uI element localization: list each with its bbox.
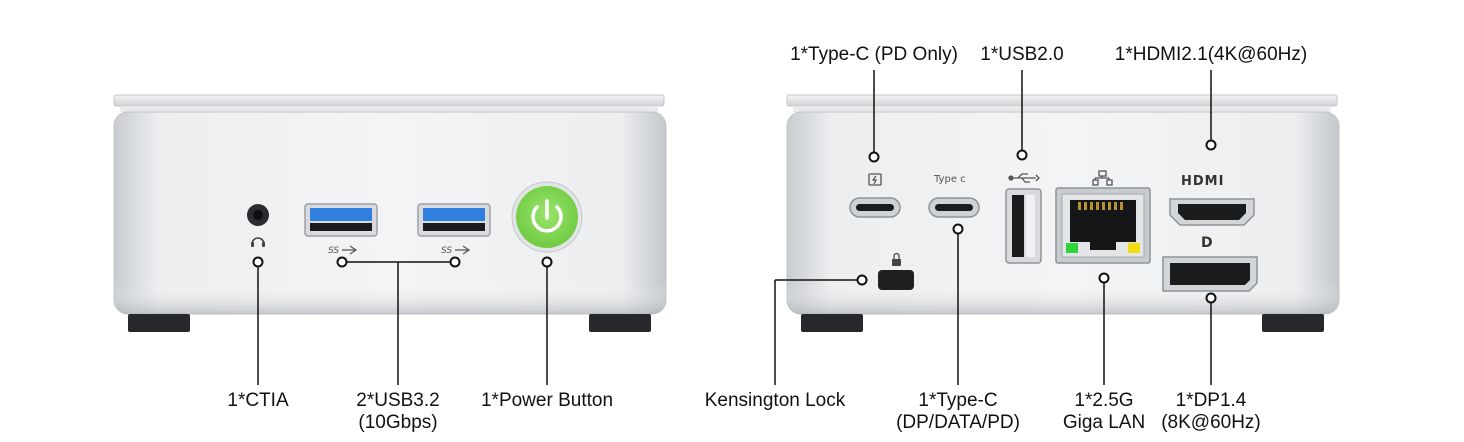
- callout-dot: [1098, 272, 1110, 284]
- lan-label-line2: Giga LAN: [1062, 412, 1146, 433]
- audio-jack: [247, 204, 269, 226]
- power-icon: [531, 199, 563, 233]
- lan-led-green: [1066, 243, 1078, 253]
- usb20-label: 1*USB2.0: [980, 44, 1064, 65]
- dp-label-line1: 1*DP1.4: [1175, 390, 1247, 411]
- displayport-port: [1162, 256, 1258, 292]
- usb32-port-2: [417, 203, 491, 237]
- rear-top-plate: [786, 94, 1338, 107]
- lan-label: 1*2.5G Giga LAN: [1044, 390, 1164, 434]
- typec-dp-port: [928, 197, 980, 218]
- lan-label-line1: 1*2.5G: [1074, 390, 1134, 411]
- usb-ss-icon: SS: [328, 245, 358, 256]
- rear-foot-right: [1262, 314, 1324, 332]
- callout-dot: [252, 256, 264, 268]
- typec-marking: Type c: [933, 174, 966, 185]
- lan-led-yellow: [1128, 243, 1140, 253]
- callout-dot: [1205, 292, 1217, 304]
- callout-dot: [449, 256, 461, 268]
- usb32-label-line2: (10Gbps): [358, 412, 438, 433]
- callout-dot: [541, 256, 553, 268]
- usb-icon: [1008, 173, 1040, 183]
- hdmi-port: [1169, 198, 1255, 226]
- ctia-label: 1*CTIA: [227, 390, 289, 411]
- front-callouts: [257, 261, 548, 385]
- rear-foot-left: [801, 314, 863, 332]
- usb32-label-line1: 2*USB3.2: [356, 390, 440, 411]
- callout-dot: [856, 274, 868, 286]
- front-foot-right: [589, 314, 651, 332]
- dp-label-line2: (8K@60Hz): [1161, 412, 1261, 433]
- usb-ss-marking: SS: [328, 246, 339, 256]
- front-gap: [120, 106, 658, 112]
- callout-dot: [1016, 149, 1028, 161]
- displayport-icon: D: [1201, 235, 1213, 251]
- hdmi-marking: HDMI: [1181, 174, 1224, 189]
- ethernet-port: [1055, 187, 1151, 264]
- typec-dp-label: 1*Type-C (DP/DATA/PD): [878, 390, 1038, 434]
- callout-dot: [868, 151, 880, 163]
- dp-label: 1*DP1.4 (8K@60Hz): [1146, 390, 1276, 434]
- rear-gap: [793, 106, 1331, 112]
- typec-pd-port: [849, 197, 901, 218]
- network-icon: [1092, 170, 1113, 186]
- usb20-port: [1005, 188, 1042, 264]
- usb-ss-icon: SS: [441, 245, 471, 256]
- svg-text:SS: SS: [441, 246, 452, 256]
- rear-callouts: [774, 70, 1212, 385]
- headphone-icon: [251, 237, 265, 247]
- callout-dot: [1205, 139, 1217, 151]
- lock-icon: [892, 252, 901, 266]
- front-unit: SS SS: [113, 94, 667, 385]
- dp-marking: D: [1201, 235, 1213, 251]
- typec-dp-label-line2: (DP/DATA/PD): [896, 412, 1020, 433]
- front-foot-left: [128, 314, 190, 332]
- usb32-port-1: [304, 203, 378, 237]
- pd-charge-icon: [868, 173, 882, 186]
- power-button: [511, 181, 583, 253]
- front-top-plate: [113, 94, 665, 107]
- hdmi-label: 1*HDMI2.1(4K@60Hz): [1114, 44, 1308, 65]
- power-button-label: 1*Power Button: [480, 390, 614, 411]
- usb32-label: 2*USB3.2 (10Gbps): [328, 390, 468, 434]
- kensington-label: Kensington Lock: [704, 390, 846, 411]
- typec-pd-label: 1*Type-C (PD Only): [790, 44, 958, 65]
- callout-dot: [952, 223, 964, 235]
- typec-dp-label-line1: 1*Type-C: [918, 390, 998, 411]
- kensington-slot: [878, 270, 914, 290]
- callout-dot: [336, 256, 348, 268]
- rear-unit: Type c: [774, 70, 1340, 385]
